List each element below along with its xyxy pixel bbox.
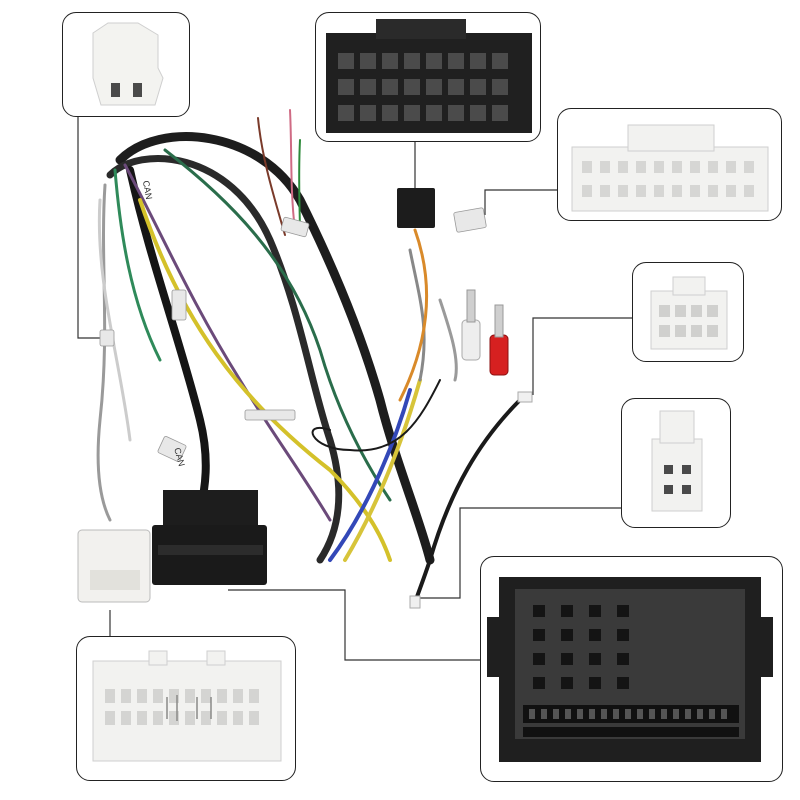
inset-small-white-connector — [62, 12, 190, 117]
leader-right-3 — [420, 507, 621, 599]
inset-4pin-white-connector — [621, 398, 731, 528]
inset-quadlock-connector — [480, 556, 783, 782]
inset-8pin-white-connector — [632, 262, 744, 362]
leader-top-left — [77, 115, 108, 339]
left-white-plug — [77, 529, 151, 603]
leader-bottom-right — [228, 589, 482, 661]
inset-wide-white-connector — [557, 108, 782, 221]
inset-bottom-white-connector — [76, 636, 296, 781]
leader-right-2 — [532, 317, 632, 395]
leader-right-1 — [484, 189, 557, 215]
black-plugs — [152, 490, 267, 585]
inset-black-iso-connector — [315, 12, 541, 142]
center-black-plug — [397, 188, 435, 228]
